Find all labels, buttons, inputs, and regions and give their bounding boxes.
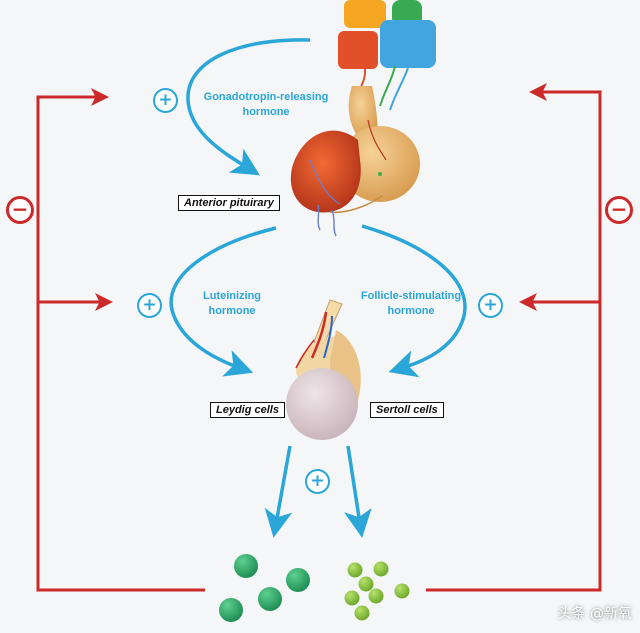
fsh-label: Follicle-stimulating hormone — [360, 290, 462, 317]
fsh-stimulation-sign: + — [478, 293, 503, 318]
left-inhibition-sign: − — [6, 196, 34, 224]
lh-stimulation-sign: + — [137, 293, 162, 318]
gnrh-stimulation-sign: + — [153, 88, 178, 113]
right-feedback-loop — [426, 83, 602, 592]
inhibin-arrow — [344, 445, 372, 538]
leydig-cells-label: Leydig cells — [210, 402, 285, 418]
testis-icon — [286, 299, 361, 440]
right-inhibition-sign: − — [605, 196, 633, 224]
anterior-pituitary-label: Anterior pituirary — [178, 195, 280, 211]
lh-label: Luteinizing hormone — [202, 290, 262, 317]
left-feedback-loop — [36, 88, 205, 592]
testis-output-stimulation-sign: + — [305, 469, 330, 494]
gnrh-arrow — [186, 38, 311, 176]
testosterone-arrow — [264, 445, 293, 538]
hypothalamus-icon — [338, 0, 436, 111]
pituitary-icon — [290, 86, 420, 237]
lh-arrow — [169, 226, 277, 377]
gnrh-label: Gonadotropin-releasing hormone — [203, 91, 329, 118]
testosterone-molecule-icon — [219, 554, 310, 622]
watermark: 头条 @新氧 — [557, 606, 632, 622]
fsh-arrow — [361, 224, 467, 378]
sertoli-cells-label: Sertoll cells — [370, 402, 444, 418]
inhibin-molecule-icon — [344, 561, 410, 621]
